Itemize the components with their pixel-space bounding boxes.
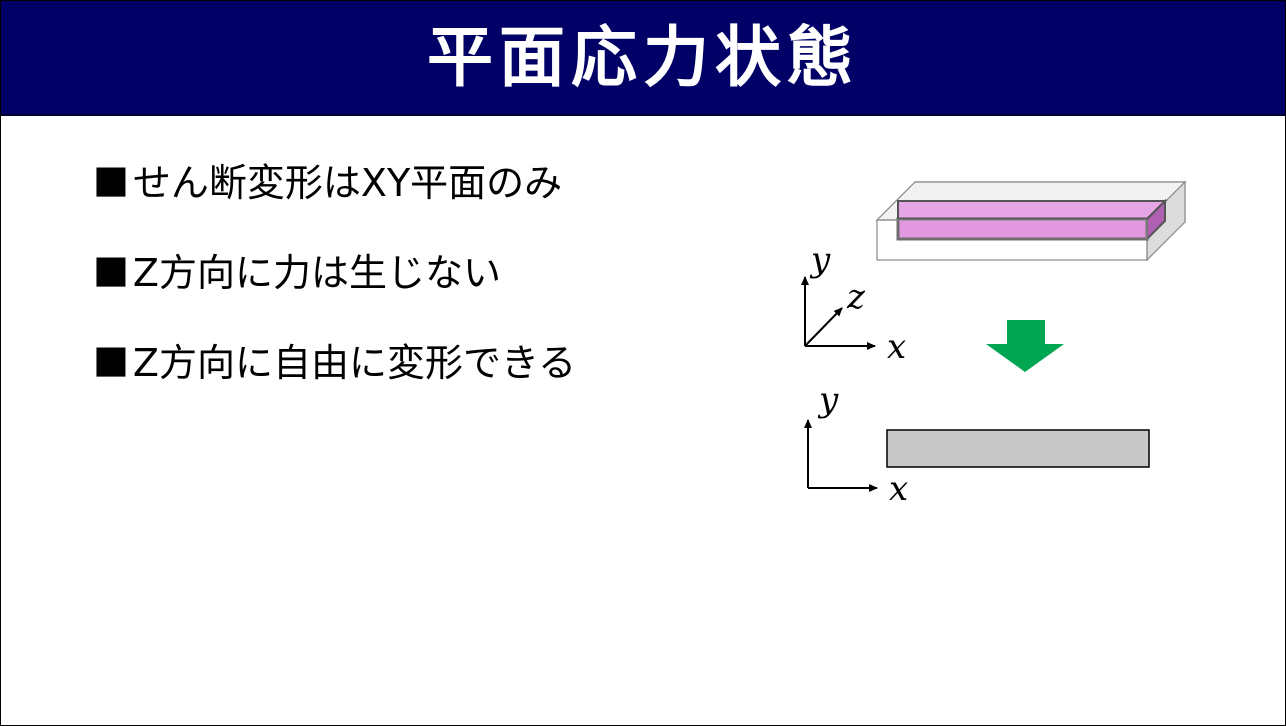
plane-rectangle <box>886 429 1150 468</box>
slide-title: 平面応力状態 <box>427 18 859 96</box>
plate-top <box>897 200 1168 220</box>
bullet-text: Z方向に力は生じない <box>132 250 501 295</box>
box-front-face <box>876 219 1148 261</box>
bullet-list: ■ せん断変形はXY平面のみ ■ Z方向に力は生じない ■ Z方向に自由に変形で… <box>93 149 576 419</box>
down-arrow-icon <box>986 320 1064 372</box>
bullet-item: ■ Z方向に力は生じない <box>93 239 576 299</box>
z-axis-label: z <box>846 277 866 317</box>
y-axis-label: y <box>809 240 831 280</box>
axes-3d: y z x <box>801 240 906 367</box>
x-axis-label: x <box>889 469 908 509</box>
bullet-square-icon: ■ <box>93 337 129 381</box>
bullet-square-icon: ■ <box>93 157 129 201</box>
bullet-item: ■ Z方向に自由に変形できる <box>93 329 576 389</box>
3d-box <box>875 180 1187 262</box>
bullet-item: ■ せん断変形はXY平面のみ <box>93 149 576 209</box>
axes-2d: y x <box>804 380 908 509</box>
bullet-text: せん断変形はXY平面のみ <box>132 160 563 205</box>
bullet-text: Z方向に自由に変形できる <box>132 340 577 385</box>
z-axis-arrow <box>804 307 843 347</box>
title-bar: 平面応力状態 <box>1 1 1285 116</box>
y-axis-label: y <box>817 380 839 420</box>
bullet-square-icon: ■ <box>93 247 129 291</box>
x-axis-label: x <box>887 327 906 367</box>
